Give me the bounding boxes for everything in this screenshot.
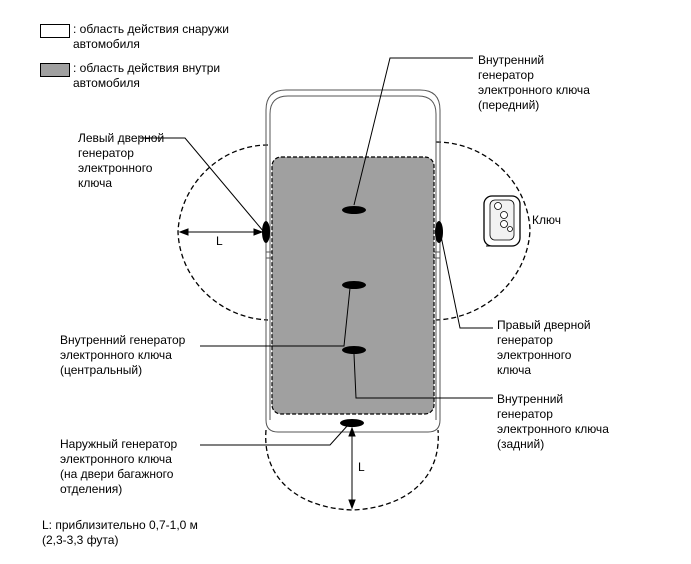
trunk-outer-generator [340,419,364,427]
car-outline [265,89,441,433]
key-label: Ключ [532,213,561,227]
left-door-generator [262,221,270,243]
left-door-label: Левый дверной генератор электронного клю… [78,131,165,190]
center-inner-generator [342,281,366,289]
distance-note: L: приблизительно 0,7-1,0 м (2,3-3,3 фут… [42,518,198,547]
dimension-left [178,228,264,236]
rear-outside-range [265,429,439,511]
trunk-outer-label: Наружный генератор электронного ключа (н… [60,437,178,496]
front-inner-label: Внутренний генератор электронного ключа … [478,53,590,112]
legend-outside: : область действия снаружи автомобиля [40,22,229,52]
center-inner-label: Внутренний генератор электронного ключа … [60,333,186,377]
legend-inside: : область действия внутри автомобиля [40,61,220,91]
right-door-label: Правый дверной генератор электронного кл… [497,318,591,377]
legend-inside-swatch [40,63,70,77]
leader-lines [140,57,493,446]
left-outside-range [177,144,269,321]
legend-outside-swatch [40,24,70,38]
key-icon [483,195,521,247]
legend-outside-label: : область действия снаружи автомобиля [73,22,229,51]
dimension-rear [348,426,356,510]
rear-inner-label: Внутренний генератор электронного ключа … [497,392,609,451]
rear-inner-generator [342,346,366,354]
front-inner-generator [342,206,366,214]
dimension-rear-label: L [358,460,365,474]
right-outside-range [435,141,531,321]
dimension-left-label: L [216,234,223,248]
legend-inside-label: : область действия внутри автомобиля [73,61,221,90]
